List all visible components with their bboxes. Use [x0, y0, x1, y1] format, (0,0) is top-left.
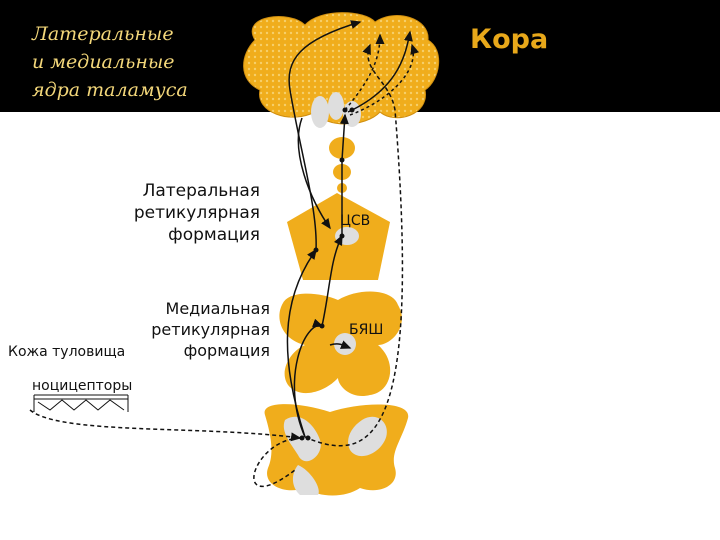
synapse-dots — [299, 107, 355, 441]
spinal-cord-segment — [264, 404, 409, 496]
csv-label: ЦСВ — [340, 213, 371, 229]
lateral-rf-line1: Латеральная — [142, 181, 260, 201]
lateral-rf-line2: ретикулярная — [133, 203, 260, 223]
medial-reticular-formation-label: Медиальная ретикулярная формация — [130, 298, 270, 361]
medial-rf-line1: Медиальная — [165, 299, 270, 318]
thalamus-nuclei-label: Латеральные и медиальные ядра таламуса — [32, 20, 188, 104]
skin-patch — [33, 394, 129, 412]
skin-label: Кожа туловища — [8, 344, 126, 360]
medial-rf-line2: ретикулярная — [151, 320, 270, 339]
byash-label: БЯШ — [349, 322, 384, 338]
medial-rf-line3: формация — [183, 341, 270, 360]
midbrain-pentagon — [287, 193, 390, 280]
nociceptors-label: ноцицепторы — [32, 378, 133, 394]
lateral-reticular-formation-label: Латеральная ретикулярная формация — [100, 180, 260, 246]
thalamus-label-line2: и медиальные — [32, 51, 175, 73]
thalamus-label-line1: Латеральные — [32, 23, 174, 45]
thalamus-label-line3: ядра таламуса — [32, 79, 188, 101]
lateral-rf-line3: формация — [168, 225, 260, 245]
cortex-label: Кора — [470, 24, 549, 55]
